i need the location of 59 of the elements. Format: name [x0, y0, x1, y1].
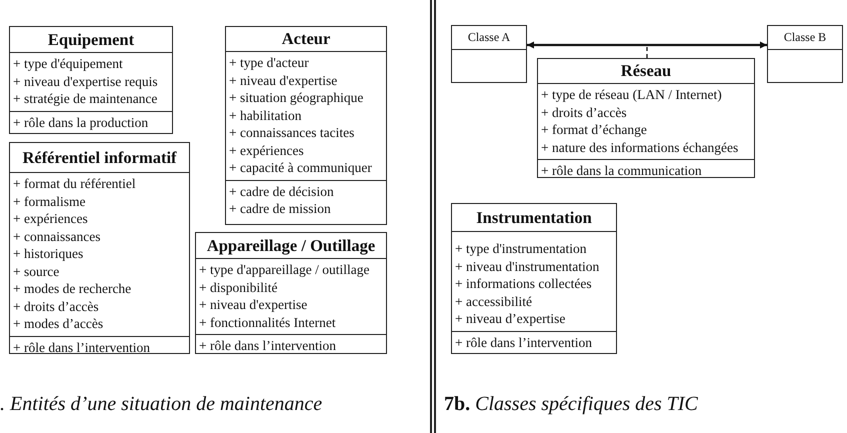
dashed-line — [646, 45, 648, 58]
attribute-text: + droits d’accès — [541, 104, 628, 121]
attribute-text: + formalisme — [13, 192, 86, 210]
attribute-text: + niveau d’expertise — [455, 310, 566, 328]
class-box — [9, 142, 190, 354]
class-name: Equipement — [48, 30, 134, 50]
attribute-text: + niveau d'instrumentation — [455, 258, 600, 275]
attribute-text: + connaissances — [13, 228, 102, 245]
operation-text: + rôle dans l’intervention — [13, 338, 151, 356]
attribute-text: + expériences — [13, 210, 89, 228]
class-box — [451, 203, 617, 354]
class-name: Classe B — [784, 30, 826, 45]
class-box — [195, 232, 387, 354]
operation-text: + rôle dans l’intervention — [199, 337, 337, 354]
attribute-text: + format du référentiel — [13, 175, 137, 192]
attribute-text: + droits d’accès — [13, 298, 100, 315]
attribute-text: + niveau d'expertise requis — [13, 72, 159, 90]
class-name: Acteur — [282, 29, 330, 49]
class-box — [537, 58, 755, 178]
attribute-text: + expériences — [229, 142, 305, 159]
attribute-text: + type d'appareillage / outillage — [199, 261, 370, 278]
attribute-text: + format d’échange — [541, 121, 648, 138]
attribute-text: + niveau d'expertise — [229, 72, 338, 89]
attribute-text: + informations collectées — [455, 275, 593, 292]
attribute-text: + type d'instrumentation — [455, 240, 588, 258]
attribute-text: + historiques — [13, 245, 84, 262]
operation-text: + cadre de mission — [229, 200, 332, 218]
class-name: Réseau — [620, 61, 672, 81]
class-name: Référentiel informatif — [22, 148, 177, 168]
attribute-text: + stratégie de maintenance — [13, 90, 158, 108]
class-box — [451, 25, 527, 83]
class-box — [225, 26, 387, 225]
association-arrow — [527, 42, 767, 48]
class-box — [767, 25, 843, 83]
attribute-text: + nature des informations échangées — [541, 138, 740, 156]
attribute-text: + source — [13, 262, 60, 280]
figure-caption: . Entités d’une situation de maintenance — [0, 393, 322, 416]
attribute-text: + habilitation — [229, 106, 302, 124]
attribute-text: + disponibilité — [199, 278, 278, 296]
attribute-text: + modes d’accès — [13, 315, 104, 332]
attribute-text: + connaissances tacites — [229, 124, 356, 142]
attribute-text: + accessibilité — [455, 292, 533, 310]
figure-caption: 7b. Classes spécifiques des TIC — [444, 393, 698, 416]
operation-text: + rôle dans la communication — [541, 162, 703, 180]
attribute-text: + niveau d'expertise — [199, 296, 308, 314]
attribute-text: + situation géographique — [229, 89, 364, 106]
class-name: Classe A — [468, 30, 510, 45]
class-name: Instrumentation — [476, 208, 592, 228]
attribute-text: + type d'acteur — [229, 54, 310, 72]
attribute-text: + capacité à communiquer — [229, 159, 373, 176]
class-box — [9, 26, 173, 134]
attribute-text: + type de réseau (LAN / Internet) — [541, 86, 723, 104]
attribute-text: + fonctionnalités Internet — [199, 314, 337, 331]
attribute-text: + modes de recherche — [13, 280, 132, 298]
operation-text: + rôle dans la production — [13, 114, 150, 131]
operation-text: + rôle dans l’intervention — [455, 334, 593, 351]
operation-text: + cadre de décision — [229, 182, 335, 200]
attribute-text: + type d'équipement — [13, 55, 124, 72]
class-name: Appareillage / Outillage — [206, 236, 376, 256]
